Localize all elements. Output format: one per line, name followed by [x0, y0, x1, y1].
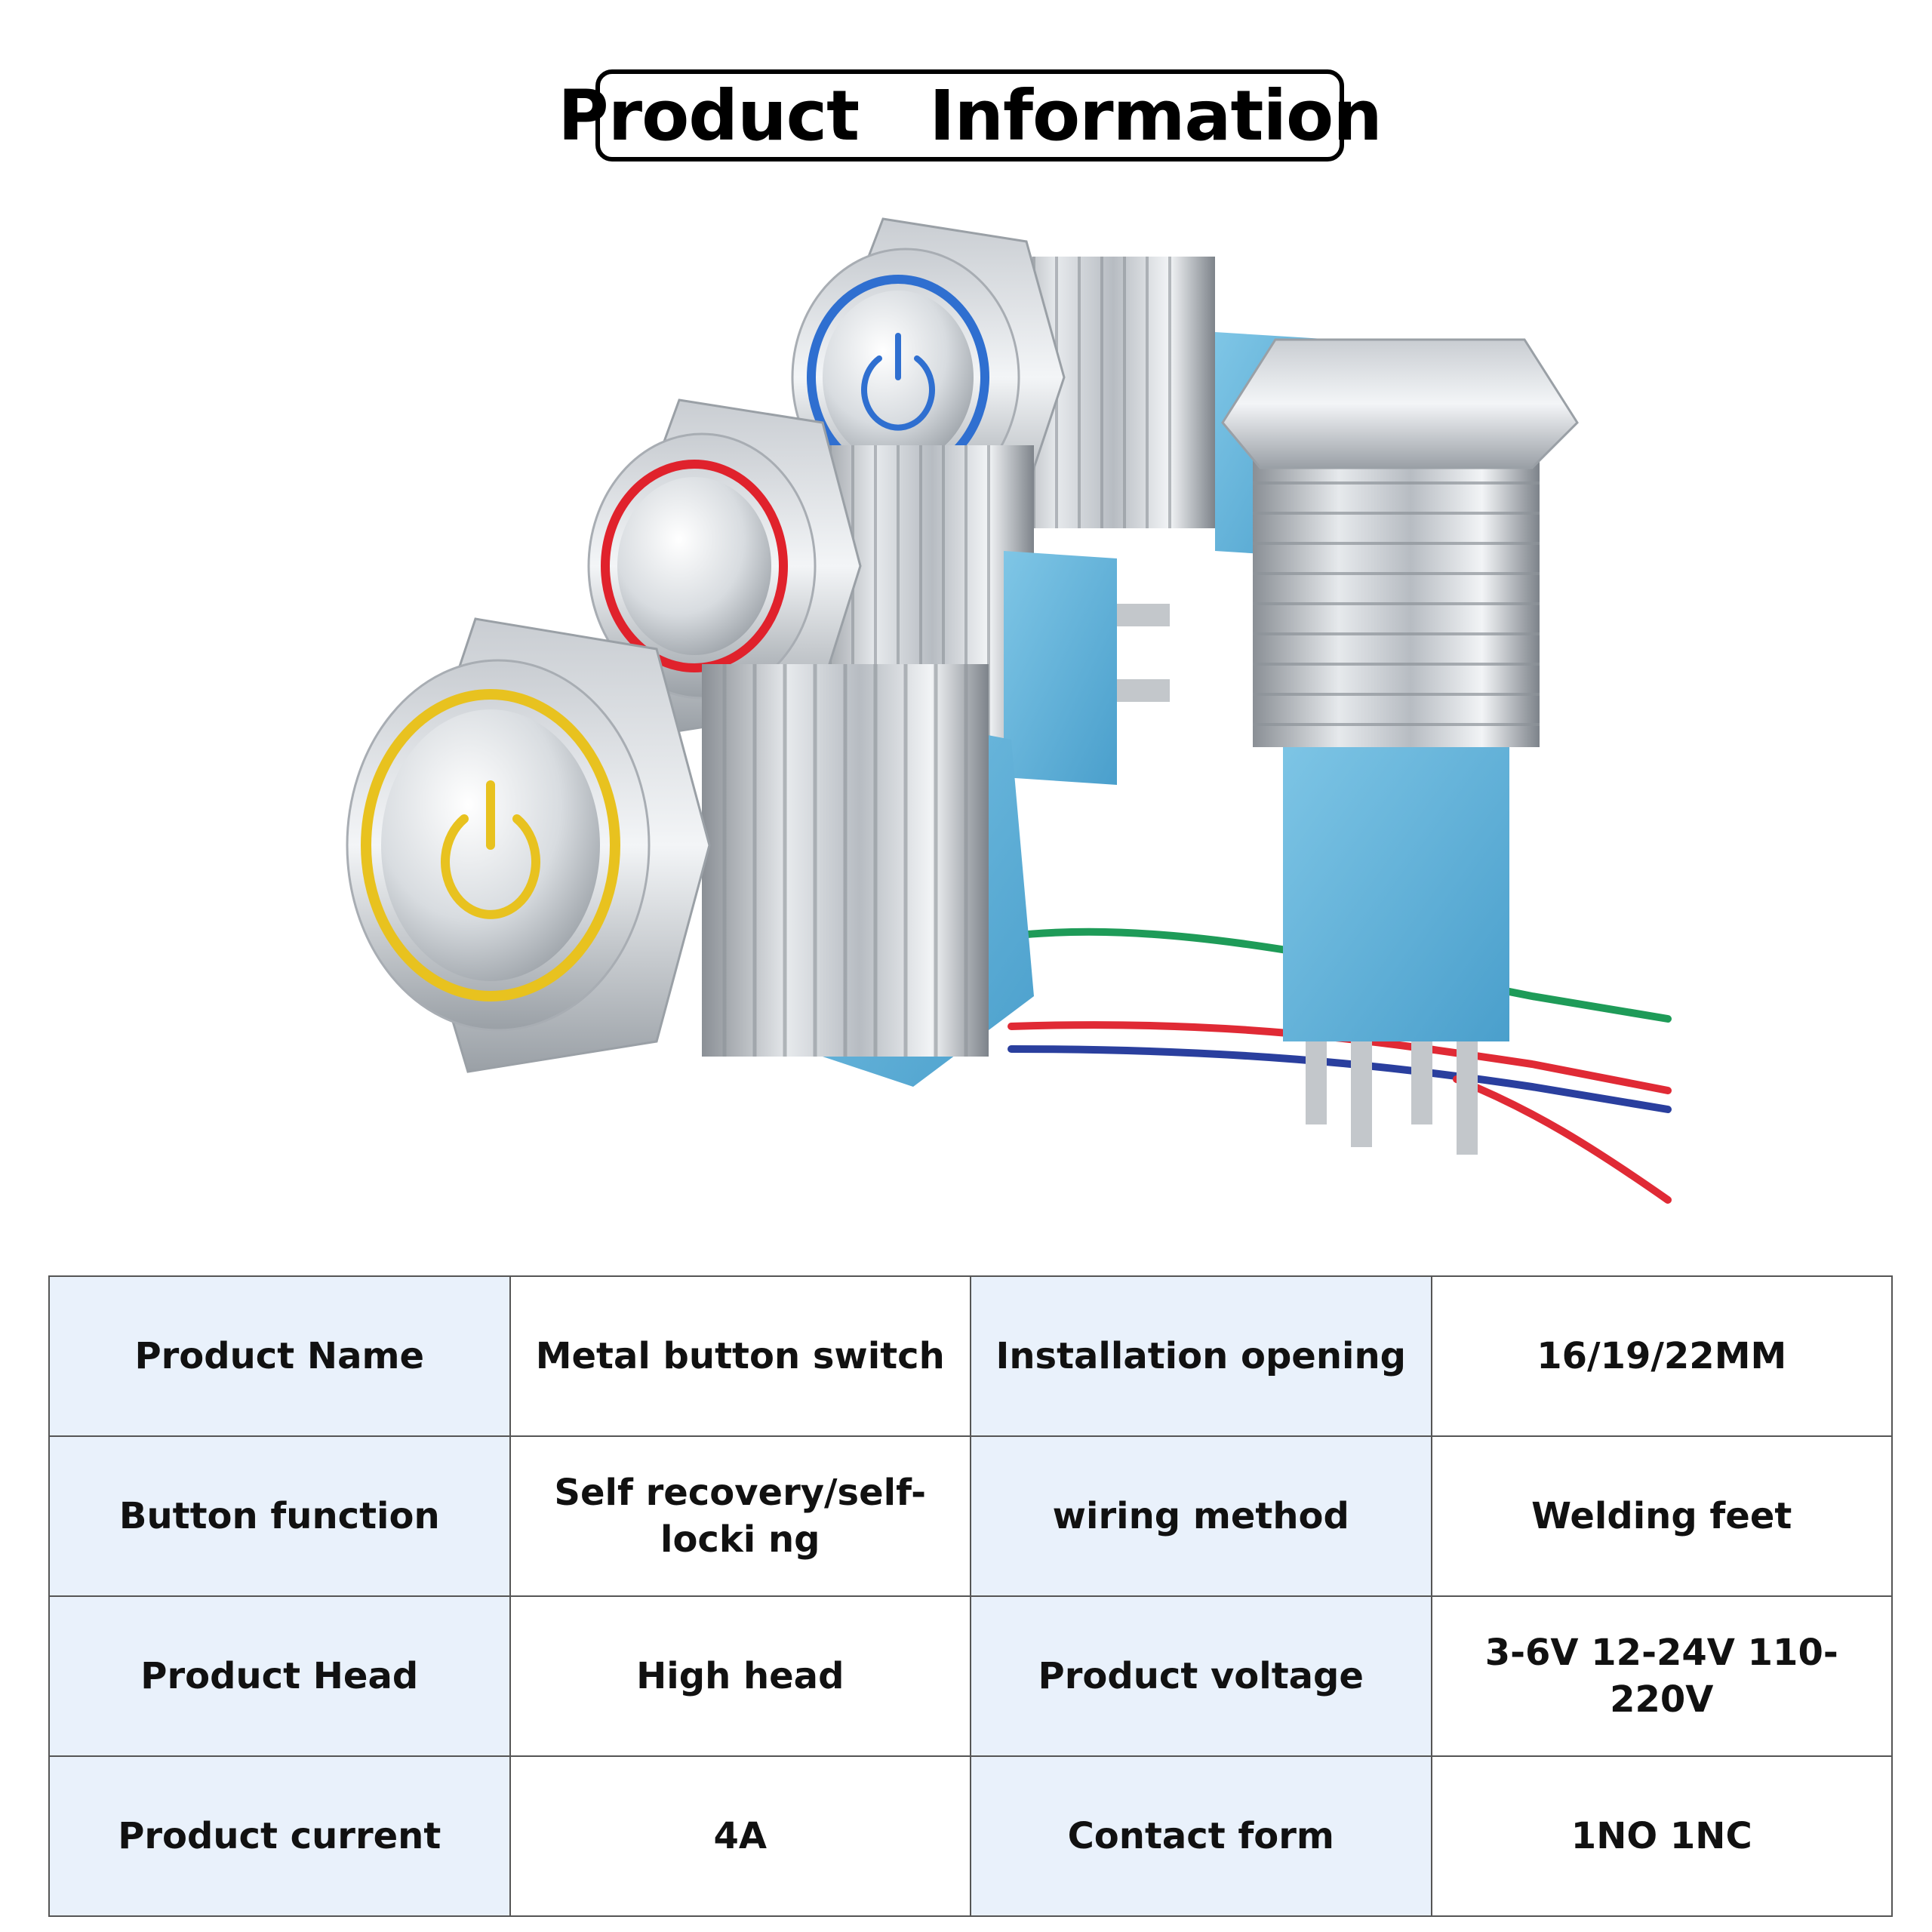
spec-value-cell: 16/19/22MM — [1430, 1275, 1893, 1437]
spec-value-cell: 1NO 1NC — [1430, 1755, 1893, 1917]
standing-switch — [1221, 338, 1579, 1155]
red-switch — [587, 398, 1170, 785]
title-box: Product Information — [558, 69, 1383, 162]
spec-label-cell: Product current — [48, 1755, 511, 1917]
power-icon — [441, 780, 540, 919]
spec-label-cell: wiring method — [970, 1435, 1432, 1597]
spec-label-cell: Product Head — [48, 1595, 511, 1757]
spec-label-cell: Product voltage — [970, 1595, 1432, 1757]
spec-value-cell: 4A — [509, 1755, 971, 1917]
spec-label-cell: Installation opening — [970, 1275, 1432, 1437]
spec-value-cell: Welding feet — [1430, 1435, 1893, 1597]
spec-value-cell: Metal button switch — [509, 1275, 971, 1437]
spec-value-cell: Self recovery/self-locki ng — [509, 1435, 971, 1597]
page-title: Product Information — [558, 75, 1382, 156]
blue-wire — [1008, 1045, 1672, 1113]
spec-value-cell: High head — [509, 1595, 971, 1757]
yellow-switch — [346, 617, 1034, 1087]
spec-value-cell: 3-6V 12-24V 110-220V — [1430, 1595, 1893, 1757]
spec-label-cell: Product Name — [48, 1275, 511, 1437]
power-icon — [861, 333, 935, 431]
product-image — [346, 217, 1672, 1204]
red-wire-2 — [1453, 1075, 1672, 1204]
spec-label-cell: Contact form — [970, 1755, 1432, 1917]
spec-label-cell: Button function — [48, 1435, 511, 1597]
